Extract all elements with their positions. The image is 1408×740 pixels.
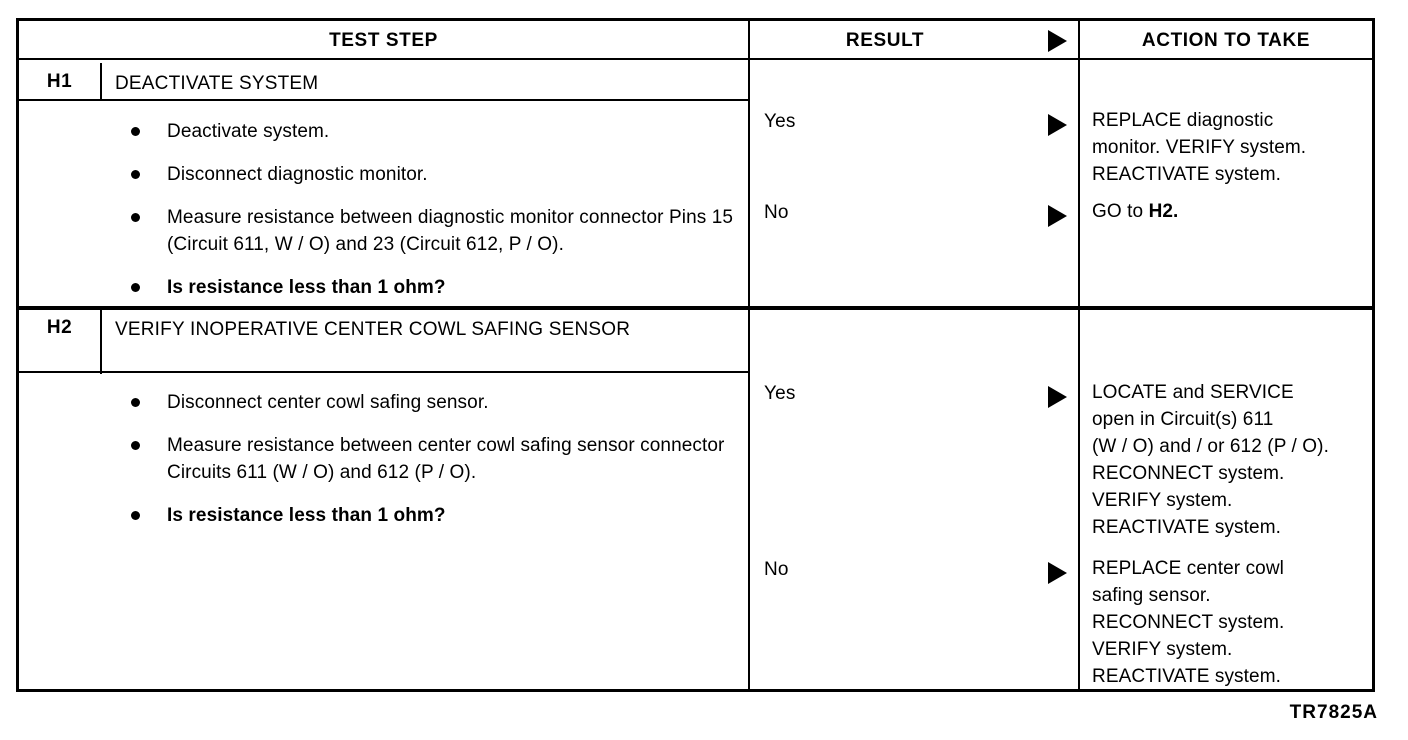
action-line: GO to H2. xyxy=(1092,201,1179,222)
right-triangle-icon xyxy=(1048,30,1067,52)
list-item: Deactivate system. xyxy=(129,118,739,145)
action-text-h1-yes: REPLACE diagnostic monitor. VERIFY syste… xyxy=(1092,107,1374,188)
step-number-h1: H1 xyxy=(46,71,73,92)
row-divider-h2-title xyxy=(19,371,748,373)
pinpoint-test-table: TEST STEP RESULT ACTION TO TAKE H1 DEACT… xyxy=(16,18,1375,692)
document-code: TR7825A xyxy=(1289,702,1378,723)
action-line: LOCATE and SERVICE xyxy=(1092,382,1294,403)
action-line: open in Circuit(s) 611 xyxy=(1092,409,1274,430)
step-title-h2: VERIFY INOPERATIVE CENTER COWL SAFING SE… xyxy=(115,319,631,340)
result-label-h1-no: No xyxy=(764,202,789,223)
step-bullet-list-h2: Disconnect center cowl safing sensor. Me… xyxy=(129,389,739,545)
step-number-h2: H2 xyxy=(46,317,73,338)
step-title-h1: DEACTIVATE SYSTEM xyxy=(115,73,319,94)
bullet-dot-icon xyxy=(131,127,140,136)
bullet-dot-icon xyxy=(131,398,140,407)
row-divider-h1-title xyxy=(19,99,748,101)
right-triangle-icon xyxy=(1048,205,1067,227)
bullet-dot-icon xyxy=(131,283,140,292)
list-item: Measure resistance between diagnostic mo… xyxy=(129,204,739,258)
bullet-text: Measure resistance between diagnostic mo… xyxy=(167,207,734,255)
bullet-dot-icon xyxy=(131,441,140,450)
bullet-dot-icon xyxy=(131,213,140,222)
bullet-text: Measure resistance between center cowl s… xyxy=(167,435,725,483)
result-label-h2-yes: Yes xyxy=(764,383,796,404)
right-triangle-icon xyxy=(1048,562,1067,584)
action-text-h2-yes: LOCATE and SERVICE open in Circuit(s) 61… xyxy=(1092,379,1374,541)
bullet-text: Disconnect center cowl safing sensor. xyxy=(167,392,489,413)
bullet-dot-icon xyxy=(131,170,140,179)
column-header-action: ACTION TO TAKE xyxy=(1141,30,1311,51)
column-header-result: RESULT xyxy=(845,30,925,51)
action-line: VERIFY system. xyxy=(1092,639,1233,660)
action-line: REACTIVATE system. xyxy=(1092,666,1282,687)
action-line: REACTIVATE system. xyxy=(1092,164,1282,185)
list-item: Disconnect diagnostic monitor. xyxy=(129,161,739,188)
bullet-text: Disconnect diagnostic monitor. xyxy=(167,164,428,185)
column-divider-action xyxy=(1078,21,1080,689)
bullet-text: Deactivate system. xyxy=(167,121,330,142)
action-line: RECONNECT system. xyxy=(1092,612,1285,633)
row-divider-header xyxy=(19,58,1372,60)
step-number-divider-h1 xyxy=(100,63,102,101)
action-text-h2-no: REPLACE center cowl safing sensor. RECON… xyxy=(1092,555,1374,690)
column-divider-result xyxy=(748,21,750,689)
right-triangle-icon xyxy=(1048,114,1067,136)
action-line: monitor. VERIFY system. xyxy=(1092,137,1307,158)
right-triangle-icon xyxy=(1048,386,1067,408)
result-label-h1-yes: Yes xyxy=(764,111,796,132)
bullet-dot-icon xyxy=(131,511,140,520)
row-divider-h1-h2 xyxy=(19,306,1372,310)
step-number-divider-h2 xyxy=(100,309,102,374)
bullet-text: Is resistance less than 1 ohm? xyxy=(167,277,446,298)
bullet-text: Is resistance less than 1 ohm? xyxy=(167,505,446,526)
list-item: Disconnect center cowl safing sensor. xyxy=(129,389,739,416)
list-item: Is resistance less than 1 ohm? xyxy=(129,502,739,529)
column-header-test-step: TEST STEP xyxy=(329,30,438,51)
result-label-h2-no: No xyxy=(764,559,789,580)
action-text-h1-no: GO to H2. xyxy=(1092,198,1374,225)
step-bullet-list-h1: Deactivate system. Disconnect diagnostic… xyxy=(129,118,739,317)
action-line: RECONNECT system. xyxy=(1092,463,1285,484)
action-line: REACTIVATE system. xyxy=(1092,517,1282,538)
list-item: Measure resistance between center cowl s… xyxy=(129,432,739,486)
action-line: REPLACE center cowl xyxy=(1092,558,1284,579)
action-line: VERIFY system. xyxy=(1092,490,1233,511)
action-line: (W / O) and / or 612 (P / O). xyxy=(1092,436,1329,457)
action-line: safing sensor. xyxy=(1092,585,1211,606)
list-item: Is resistance less than 1 ohm? xyxy=(129,274,739,301)
action-line: REPLACE diagnostic xyxy=(1092,110,1274,131)
